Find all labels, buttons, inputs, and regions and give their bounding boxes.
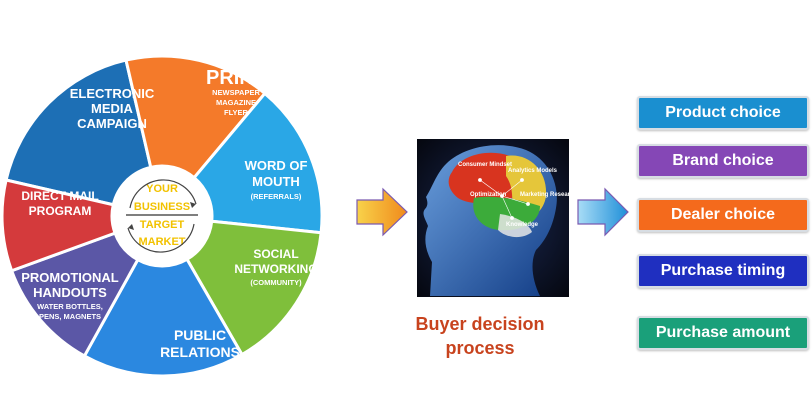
outcome-dealer-choice: Dealer choice bbox=[637, 198, 809, 232]
brain-label-marketing: Marketing Research bbox=[520, 192, 577, 198]
segment-title-promo: PROMOTIONAL bbox=[21, 270, 119, 285]
brain-image: Consumer Mindset Analytics Models Optimi… bbox=[417, 139, 577, 297]
wheel-segment-promo bbox=[9, 231, 140, 358]
segment-subtitle-print: MAGAZINE bbox=[216, 98, 256, 107]
segment-subtitle-print: NEWSPAPER bbox=[212, 88, 260, 97]
hub-line-3: TARGET bbox=[140, 219, 185, 231]
hub-arrowhead-icon bbox=[190, 202, 196, 208]
hub-arrowhead-icon bbox=[128, 224, 134, 230]
buyer-decision-caption: Buyer decision process bbox=[390, 312, 570, 360]
segment-title-direct: DIRECT MAIL bbox=[21, 189, 98, 203]
brain-label-analytics: Analytics Models bbox=[508, 168, 558, 174]
hub-line-4: MARKET bbox=[138, 236, 185, 248]
brain-label-knowledge: Knowledge bbox=[506, 222, 539, 228]
hub-cycle-arrow-bottom bbox=[127, 223, 195, 253]
wheel-hub bbox=[112, 166, 212, 266]
caption-line-1: Buyer decision bbox=[415, 314, 545, 334]
segment-title-word: MOUTH bbox=[252, 174, 300, 189]
segment-title-public: PUBLIC bbox=[174, 327, 226, 343]
flow-arrow-to-brain-icon bbox=[356, 187, 408, 237]
caption-line-2: process bbox=[445, 338, 515, 358]
brain-label-optimization: Optimization bbox=[470, 192, 507, 198]
segment-title-social: NETWORKING bbox=[234, 262, 317, 276]
segment-title-electronic: ELECTRONIC bbox=[70, 86, 155, 101]
outcome-purchase-amount: Purchase amount bbox=[637, 316, 809, 350]
segment-title-print: PRINT bbox=[206, 67, 266, 89]
segment-title-direct: PROGRAM bbox=[29, 204, 92, 218]
outcome-product-choice: Product choice bbox=[637, 96, 809, 130]
segment-title-word: WORD OF bbox=[245, 158, 308, 173]
segment-subtitle-promo: PENS, MAGNETS bbox=[39, 312, 101, 321]
flow-arrow-to-outcomes-icon bbox=[577, 187, 629, 237]
hub-line-2: BUSINESS bbox=[134, 201, 190, 213]
wheel-segments bbox=[0, 54, 324, 378]
hub-text-group: YOUR BUSINESS TARGET MARKET bbox=[126, 179, 198, 253]
hub-line-1: YOUR bbox=[146, 183, 178, 195]
segment-subtitle-social: (COMMUNITY) bbox=[250, 278, 302, 287]
segment-title-public: RELATIONS bbox=[160, 344, 240, 360]
outcome-brand-choice: Brand choice bbox=[637, 144, 809, 178]
segment-subtitle-promo: WATER BOTTLES, bbox=[37, 302, 103, 311]
hub-cycle-arrow-top bbox=[129, 179, 197, 209]
segment-subtitle-word: (REFERRALS) bbox=[251, 192, 302, 201]
segment-title-electronic: CAMPAIGN bbox=[77, 116, 147, 131]
brain-label-consumer: Consumer Mindset bbox=[458, 162, 512, 168]
outcome-purchase-timing: Purchase timing bbox=[637, 254, 809, 288]
segment-subtitle-print: FLYER bbox=[224, 108, 248, 117]
segment-title-promo: HANDOUTS bbox=[33, 285, 107, 300]
segment-title-electronic: MEDIA bbox=[91, 101, 134, 116]
segment-title-social: SOCIAL bbox=[253, 247, 298, 261]
